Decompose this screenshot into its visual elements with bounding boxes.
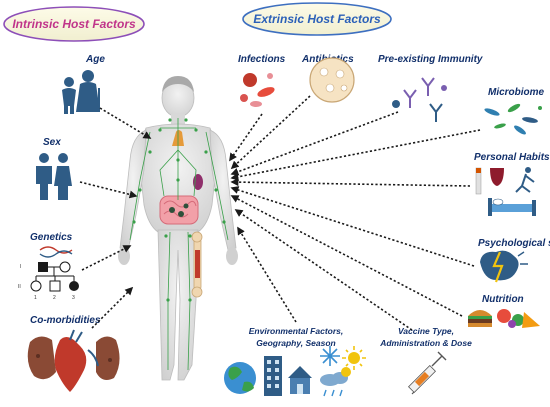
generation-label: I xyxy=(20,264,21,270)
individual-number: 1 xyxy=(34,295,37,301)
food-icon xyxy=(468,309,540,328)
antibodies-icon xyxy=(392,77,447,122)
generation-label: II xyxy=(18,284,21,290)
infections-label: Infections xyxy=(238,54,286,65)
environment-label-line1: Environmental Factors, xyxy=(249,326,343,336)
arrow-habits xyxy=(230,178,471,187)
male-female-icon xyxy=(36,153,72,200)
habits-label: Personal Habits xyxy=(474,152,550,163)
arrow-genetics xyxy=(81,245,132,271)
rain-cloud-icon xyxy=(320,367,351,397)
stress-label: Psychological stress xyxy=(478,238,550,249)
intestines xyxy=(159,195,199,225)
intrinsic-title-text: Intrinsic Host Factors xyxy=(12,17,136,31)
snowflake-icon xyxy=(320,346,340,366)
sun-icon xyxy=(342,346,366,370)
petri-dish-icon xyxy=(309,57,355,103)
arrow-infections xyxy=(229,113,263,162)
arrow-nutrition xyxy=(230,195,463,317)
intrinsic-title: Intrinsic Host Factors xyxy=(3,6,145,42)
extrinsic-title-text: Extrinsic Host Factors xyxy=(253,12,381,26)
immunity-label: Pre-existing Immunity xyxy=(378,54,483,65)
microbes-icon xyxy=(484,103,542,135)
age-icon xyxy=(62,70,100,114)
building-icon xyxy=(264,356,282,396)
influence-arrows xyxy=(79,95,481,331)
arrow-antibiotics xyxy=(230,95,311,170)
vaccine-label-line1: Vaccine Type, xyxy=(398,326,454,336)
dna-icon xyxy=(39,246,73,254)
arrow-stress xyxy=(230,186,475,267)
nutrition-label: Nutrition xyxy=(482,294,524,305)
human-body-figure xyxy=(118,76,238,381)
individual-number: 2 xyxy=(53,295,56,301)
femur-bone xyxy=(191,231,203,298)
genetics-label: Genetics xyxy=(30,232,73,243)
sex-label: Sex xyxy=(43,137,61,148)
organs-icon xyxy=(27,329,120,392)
globe-icon xyxy=(224,362,256,394)
environment-label-line2: Geography, Season xyxy=(256,338,336,348)
age-label: Age xyxy=(85,54,105,65)
environment-icons xyxy=(224,346,366,397)
arrow-immunity xyxy=(230,111,399,176)
arrow-sex xyxy=(79,181,138,199)
house-icon xyxy=(288,366,312,394)
arrow-environment xyxy=(237,226,297,323)
pathogens-icon xyxy=(240,73,275,107)
lymphatic-system xyxy=(129,118,229,371)
arrow-vaccine xyxy=(234,209,413,331)
stressed-brain-icon xyxy=(480,250,528,283)
microbiome-label: Microbiome xyxy=(488,87,545,98)
extrinsic-title: Extrinsic Host Factors xyxy=(242,2,392,36)
lifestyle-icon xyxy=(475,167,536,216)
pedigree-icon: I II 1 2 3 xyxy=(18,246,79,301)
arrow-comorbidities xyxy=(91,286,134,329)
individual-number: 3 xyxy=(72,295,75,301)
arrow-age xyxy=(99,107,152,139)
syringe-icon xyxy=(407,351,447,395)
arrow-microbiome xyxy=(230,129,481,181)
comorbidities-label: Co-morbidities xyxy=(30,315,101,326)
vaccine-label-line2: Administration & Dose xyxy=(379,338,472,348)
